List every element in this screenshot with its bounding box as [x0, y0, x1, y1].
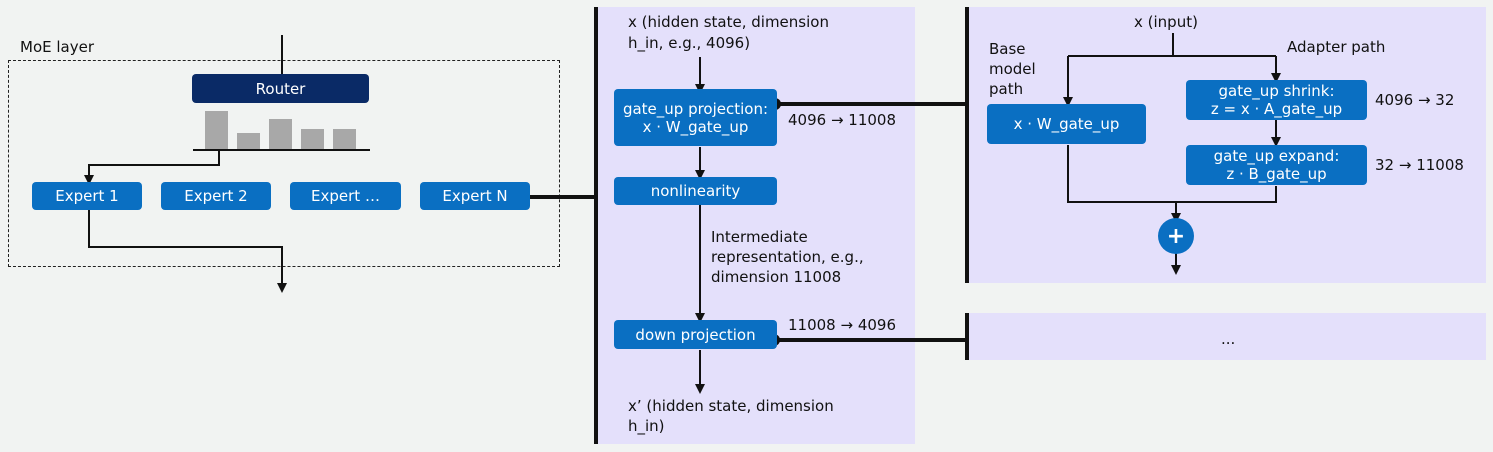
shrink-dims: 4096 → 32 — [1375, 91, 1455, 109]
moe-layer-label: MoE layer — [20, 38, 94, 56]
base-gate-up-box[interactable]: x · W_gate_up — [987, 104, 1146, 144]
expert-ellipsis-box[interactable]: Expert … — [290, 182, 401, 210]
router-score-bar — [237, 133, 260, 149]
down-detail-panel — [968, 313, 1486, 360]
expand-label-line2: z · B_gate_up — [1226, 165, 1327, 183]
router-box[interactable]: Router — [192, 74, 369, 103]
expand-label-line1: gate_up expand: — [1213, 147, 1340, 165]
down-detail-ellipsis: ... — [1221, 330, 1236, 348]
output-label-line2: h_in) — [628, 417, 665, 435]
base-path-label-line2: model — [989, 60, 1036, 78]
nonlinearity-box[interactable]: nonlinearity — [614, 177, 777, 205]
input-label-line2: h_in, e.g., 4096) — [628, 34, 751, 52]
expert-2-box[interactable]: Expert 2 — [161, 182, 271, 210]
down-dims: 11008 → 4096 — [788, 316, 896, 334]
intermediate-label-line3: dimension 11008 — [711, 268, 842, 286]
gate-up-projection-box[interactable]: gate_up projection: x · W_gate_up — [614, 89, 777, 146]
base-path-label-line1: Base — [989, 40, 1026, 58]
moe-layer-frame — [8, 60, 560, 267]
gate-up-expand-box[interactable]: gate_up expand: z · B_gate_up — [1186, 145, 1367, 185]
expert-1-box[interactable]: Expert 1 — [32, 182, 142, 210]
adapter-input-label: x (input) — [1134, 13, 1198, 31]
router-score-bar — [301, 129, 324, 149]
gate-up-label-line2: x · W_gate_up — [642, 117, 749, 136]
base-path-label-line3: path — [989, 80, 1024, 98]
gate-up-dims: 4096 → 11008 — [788, 111, 896, 129]
gate-up-shrink-box[interactable]: gate_up shrink: z = x · A_gate_up — [1186, 80, 1367, 120]
expand-dims: 32 → 11008 — [1375, 156, 1464, 174]
router-score-bar — [333, 129, 356, 149]
gate-up-label-line1: gate_up projection: — [622, 99, 769, 118]
shrink-label-line2: z = x · A_gate_up — [1210, 100, 1343, 118]
output-label-line1: x’ (hidden state, dimension — [628, 397, 834, 415]
router-score-bar — [269, 119, 292, 149]
expert-detail-panel — [597, 7, 915, 444]
down-projection-box[interactable]: down projection — [614, 320, 777, 349]
intermediate-label-line1: Intermediate — [711, 228, 808, 246]
adapter-path-label: Adapter path — [1287, 38, 1386, 56]
intermediate-label-line2: representation, e.g., — [711, 248, 864, 266]
router-score-bar — [205, 111, 228, 149]
expert-n-box[interactable]: Expert N — [420, 182, 530, 210]
sum-plus-icon: + — [1158, 218, 1194, 254]
input-label-line1: x (hidden state, dimension — [628, 13, 829, 31]
shrink-label-line1: gate_up shrink: — [1218, 82, 1335, 100]
